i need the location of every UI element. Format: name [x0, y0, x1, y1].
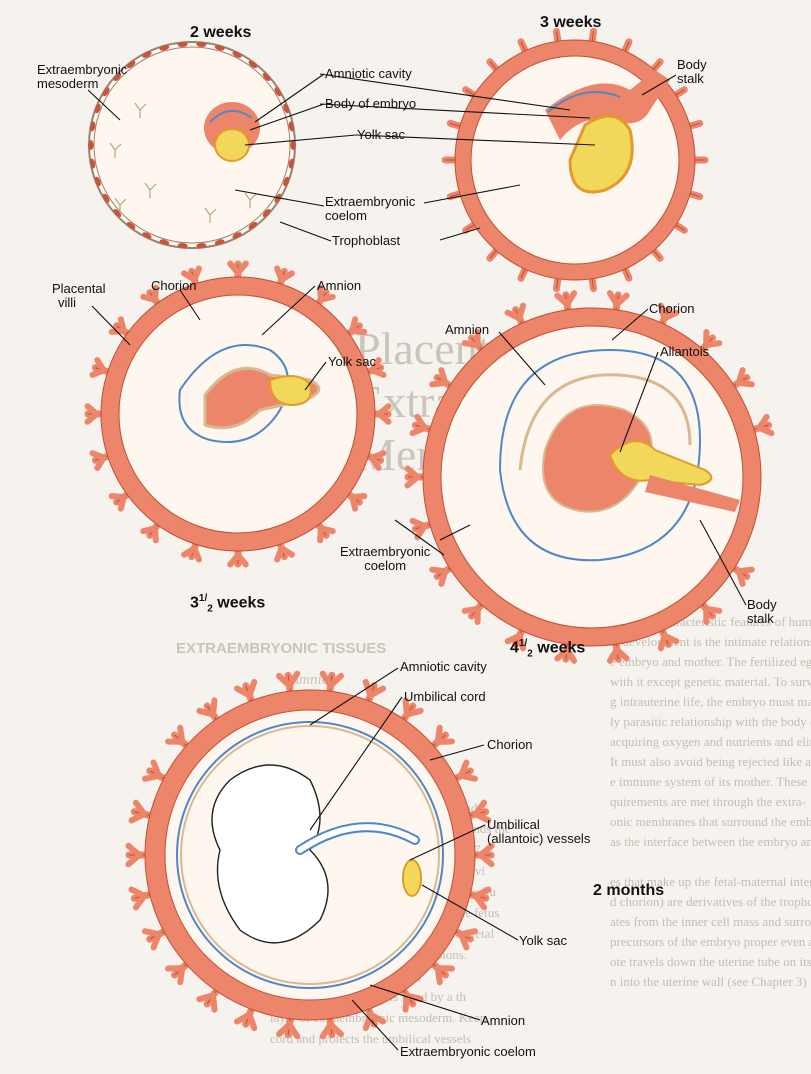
villus-branch [465, 609, 478, 611]
villus-branch [372, 370, 383, 375]
villus-branch [461, 776, 475, 779]
villus-branch [132, 890, 145, 896]
label-extraembryonic-coelom-mid: Extraembryoniccoelom [340, 545, 430, 573]
label-umbilical-cord: Umbilical cord [404, 690, 486, 704]
villus-branch [145, 931, 159, 934]
villus-branch [320, 528, 321, 540]
villus-branch [277, 548, 282, 559]
stage-2-months-diagram [128, 674, 491, 1037]
villus-branch [407, 711, 421, 715]
label-extraembryonic-mesoderm: Extraembryonicmesoderm [37, 63, 127, 91]
label-amnion-2m: Amnion [481, 1014, 525, 1028]
villus-branch [143, 528, 155, 531]
villus-branch [321, 297, 333, 300]
label-trophoblast: Trophoblast [332, 234, 400, 248]
villus-branch [352, 497, 355, 509]
leader-line [352, 1000, 398, 1050]
villus-branch [413, 521, 425, 526]
villus-branch [432, 570, 445, 572]
villus-branch [250, 682, 255, 696]
label-yolk-sac-top: Yolk sac [357, 128, 405, 142]
villus-branch [759, 428, 771, 433]
trophoblast-cell [291, 140, 296, 150]
leader-line [370, 985, 480, 1020]
villus-branch [406, 995, 407, 1009]
villus-branch [352, 331, 364, 332]
villus-branch [112, 496, 124, 497]
stage-title-4-5-weeks: 41/2 weeks [510, 638, 585, 660]
label-amniotic-cavity-top: Amniotic cavity [325, 67, 412, 81]
label-yolk-sac-2m: Yolk sac [519, 934, 567, 948]
stage-title-3-5-weeks: 31/2 weeks [190, 593, 265, 615]
stage-title-3-weeks: 3 weeks [540, 14, 601, 32]
villus-branch [739, 571, 743, 584]
label-body-of-embryo: Body of embryo [325, 97, 416, 111]
stage-3-weeks-diagram [445, 31, 705, 288]
stage-3-5-weeks-diagram [88, 264, 389, 565]
yolk-sac-shape [403, 860, 421, 896]
villus-branch [92, 453, 103, 458]
stage-4-5-weeks-diagram [407, 293, 771, 661]
stage-title-2-weeks: 2 weeks [190, 24, 251, 42]
label-body-stalk-45: Bodystalk [747, 598, 777, 626]
trophoblast-cell [89, 140, 94, 150]
leader-line [280, 222, 331, 241]
villus-branch [441, 370, 445, 383]
label-amniotic-cavity-bottom: Amniotic cavity [400, 660, 487, 674]
yolk-sac-shape [215, 129, 249, 161]
stage-title-2-months: 2 months [593, 882, 664, 900]
label-chorion-45: Chorion [649, 302, 695, 316]
label-chorion-35: Chorion [151, 279, 197, 293]
label-extraembryonic-coelom-bottom: Extraembryonic coelom [400, 1045, 536, 1059]
villus-branch [180, 728, 182, 742]
label-yolk-sac-35: Yolk sac [328, 355, 376, 369]
villus-branch [739, 383, 752, 385]
villus-branch [121, 319, 124, 331]
label-allantois: Allantois [660, 345, 709, 359]
label-chorion-2m: Chorion [487, 738, 533, 752]
villus-branch [199, 995, 213, 999]
villus-branch [438, 968, 440, 982]
label-amnion-45: Amnion [445, 323, 489, 337]
label-umbilical-vessels: Umbilical(allantoic) vessels [487, 818, 590, 846]
label-amnion-35: Amnion [317, 279, 361, 293]
villus-branch [213, 700, 214, 714]
leader-line [440, 228, 480, 240]
villus-branch [520, 306, 524, 319]
villus-branch [661, 636, 665, 649]
